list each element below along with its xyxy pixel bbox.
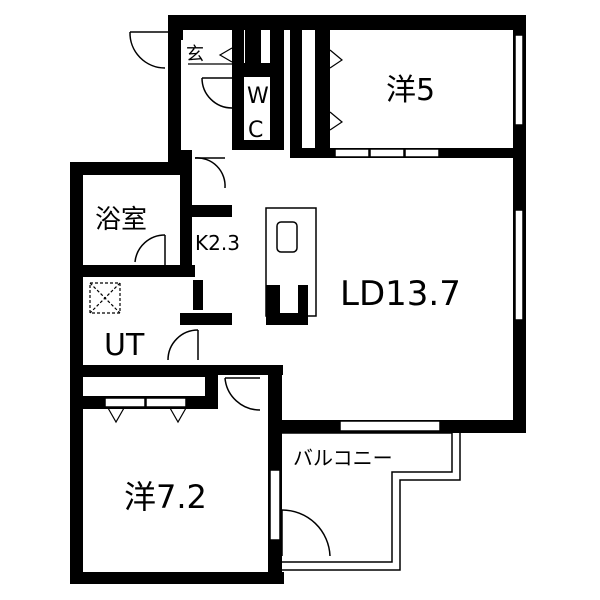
ld-label: LD13.7: [340, 274, 461, 314]
kitchen-label: K2.3: [195, 231, 240, 255]
ut-label: UT: [104, 328, 145, 363]
balcony-label: バルコニー: [293, 446, 393, 470]
wc-label-c: C: [248, 118, 263, 143]
wc-label-w: W: [247, 84, 269, 109]
bath-label: 浴室: [95, 205, 147, 235]
western-72-label: 洋7.2: [124, 478, 207, 516]
washing-machine-icon: [89, 282, 121, 314]
closet-doors: [107, 34, 344, 424]
entrance-label: 玄: [186, 44, 204, 65]
windows: [104, 34, 524, 541]
western-5-label: 洋5: [386, 73, 435, 108]
doors: [129, 31, 331, 557]
counter-base: [266, 285, 308, 325]
